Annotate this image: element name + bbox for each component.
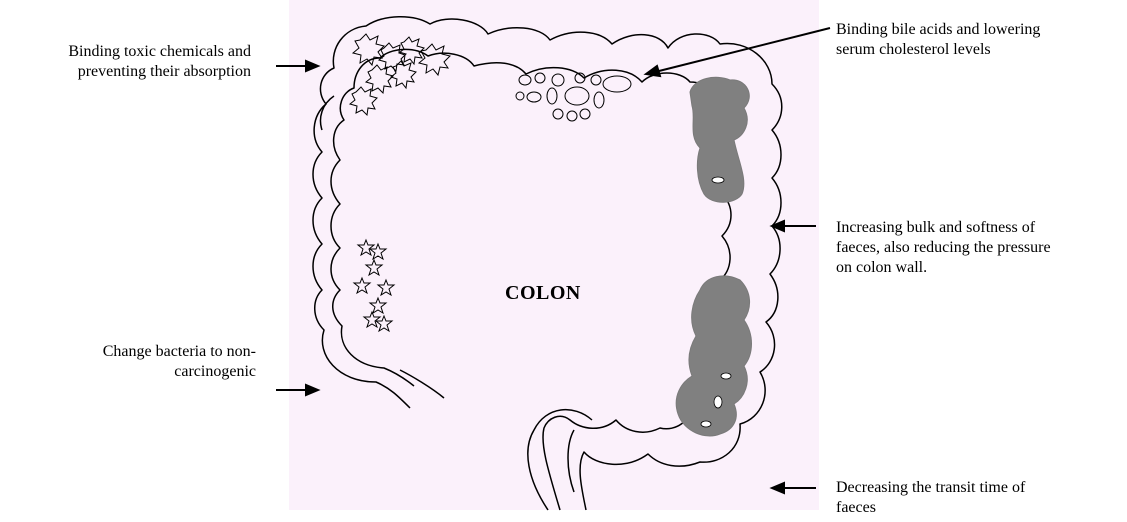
colon-outlet <box>568 430 574 492</box>
arrow-bacteria <box>276 385 318 395</box>
faeces-masses <box>676 77 751 436</box>
toxic-chemical-particles <box>350 34 450 115</box>
bacteria-stars <box>354 240 394 331</box>
arrow-bulk <box>772 221 816 231</box>
bile-acid-particles <box>516 73 631 121</box>
label-increasing-bulk: Increasing bulk and softness of faeces, … <box>836 218 1051 278</box>
arrow-bile <box>646 28 830 76</box>
colon-left-outer-edge <box>321 96 335 130</box>
colon-label: COLON <box>505 282 581 305</box>
label-binding-bile: Binding bile acids and lowering serum ch… <box>836 20 1040 60</box>
arrow-transit <box>772 483 816 493</box>
arrow-toxic <box>276 61 318 71</box>
colon-inner-wall <box>331 49 731 510</box>
label-binding-toxic: Binding toxic chemicals and preventing t… <box>0 42 251 82</box>
label-change-bacteria: Change bacteria to non- carcinogenic <box>0 342 256 382</box>
label-decreasing-transit: Decreasing the transit time of faeces <box>836 478 1025 518</box>
colon-end-detail <box>400 370 444 398</box>
